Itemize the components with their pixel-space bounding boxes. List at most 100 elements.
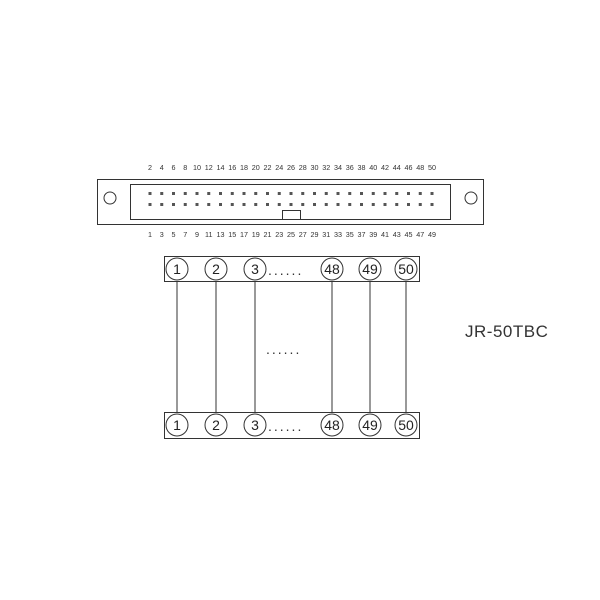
pin-label-odd: 27 <box>299 230 307 239</box>
terminal-number: 49 <box>362 261 378 277</box>
terminal-circle <box>204 257 228 281</box>
terminal-50: 50 <box>394 257 418 281</box>
terminal-number: 2 <box>212 261 220 277</box>
terminal-number: 1 <box>173 417 181 433</box>
pin <box>313 203 316 206</box>
pin <box>230 192 234 195</box>
pin-label-odd: 15 <box>228 230 236 239</box>
wires <box>176 281 407 413</box>
pin <box>160 203 164 206</box>
pin <box>230 203 234 206</box>
pin <box>254 192 258 195</box>
pin <box>336 192 340 195</box>
pin-label-odd: 11 <box>205 230 212 239</box>
terminal-circle <box>243 257 267 281</box>
pin-label-odd: 23 <box>275 230 283 239</box>
terminal-circle <box>394 413 418 437</box>
pin <box>395 192 399 195</box>
pin-label-odd: 25 <box>287 230 295 239</box>
pin <box>407 203 410 206</box>
pin-label-odd: 49 <box>428 230 436 239</box>
connector-outer-body <box>97 179 484 225</box>
pin <box>172 192 175 195</box>
pin-label-odd: 29 <box>311 230 319 239</box>
pin <box>301 203 305 206</box>
pin <box>183 192 187 195</box>
terminal-50: 50 <box>394 413 418 437</box>
pin <box>395 203 399 206</box>
pin-label-even: 2 <box>148 163 152 172</box>
terminal-48: 48 <box>320 413 344 437</box>
terminal-number: 2 <box>212 417 220 433</box>
pin-label-even: 40 <box>369 163 377 172</box>
pin <box>242 192 246 195</box>
pin <box>172 203 175 206</box>
pin <box>313 192 316 195</box>
pin-label-even: 36 <box>346 163 354 172</box>
pin-label-odd: 47 <box>416 230 424 239</box>
terminal-block-top: 1 2 3 48 49 50 ...... <box>164 256 420 282</box>
terminal-circle <box>243 413 267 437</box>
pin-label-odd: 3 <box>160 230 164 239</box>
pin <box>418 203 422 206</box>
terminal-number: 1 <box>173 261 181 277</box>
pin-label-even: 42 <box>381 163 389 172</box>
terminal-circle <box>358 257 382 281</box>
terminal-block-bottom-body <box>164 412 420 439</box>
pin <box>148 203 152 206</box>
terminal-number: 48 <box>324 417 340 433</box>
pin <box>148 192 152 195</box>
terminal-number: 50 <box>398 261 414 277</box>
pin <box>371 203 375 206</box>
pin <box>301 192 305 195</box>
pin <box>195 192 199 195</box>
mounting-hole-left <box>103 191 117 205</box>
pin <box>324 203 328 206</box>
pin-label-odd: 5 <box>172 230 176 239</box>
terminal-3: 3 <box>243 257 267 281</box>
pin-label-even: 10 <box>193 163 201 172</box>
pin-label-odd: 19 <box>252 230 260 239</box>
pin-label-even: 16 <box>228 163 236 172</box>
pin-label-even: 12 <box>205 163 213 172</box>
terminal-circle <box>320 257 344 281</box>
pin-label-odd: 21 <box>264 230 272 239</box>
pin-label-even: 48 <box>416 163 424 172</box>
pin-label-even: 4 <box>160 163 164 172</box>
pin-label-even: 28 <box>299 163 307 172</box>
terminal-number: 49 <box>362 417 378 433</box>
pin <box>277 192 281 195</box>
pin-label-even: 32 <box>322 163 330 172</box>
pin-label-odd: 31 <box>322 230 330 239</box>
pin-label-odd: 33 <box>334 230 342 239</box>
pin-label-odd: 9 <box>195 230 199 239</box>
terminal-2: 2 <box>204 413 228 437</box>
pin <box>289 203 293 206</box>
mounting-hole-right <box>464 191 478 205</box>
pin-label-even: 22 <box>264 163 272 172</box>
terminal-2: 2 <box>204 257 228 281</box>
pin <box>336 203 340 206</box>
terminal-ellipsis-bottom: ...... <box>268 418 303 434</box>
pin-label-even: 30 <box>311 163 319 172</box>
pin <box>348 192 352 195</box>
pin-label-even: 14 <box>217 163 225 172</box>
terminal-ellipsis-top: ...... <box>268 262 303 278</box>
pin-label-odd: 35 <box>346 230 354 239</box>
terminal-number: 48 <box>324 261 340 277</box>
pin-label-even: 26 <box>287 163 295 172</box>
model-label: JR-50TBC <box>465 322 548 341</box>
pin-label-even: 18 <box>240 163 248 172</box>
pin <box>360 192 363 195</box>
terminal-circle <box>358 413 382 437</box>
pin <box>371 192 375 195</box>
pin-label-odd: 43 <box>393 230 401 239</box>
pin-label-even: 38 <box>358 163 366 172</box>
terminal-number: 3 <box>251 261 259 277</box>
pin-label-even: 44 <box>393 163 401 172</box>
pin <box>160 192 164 195</box>
pin <box>360 203 363 206</box>
